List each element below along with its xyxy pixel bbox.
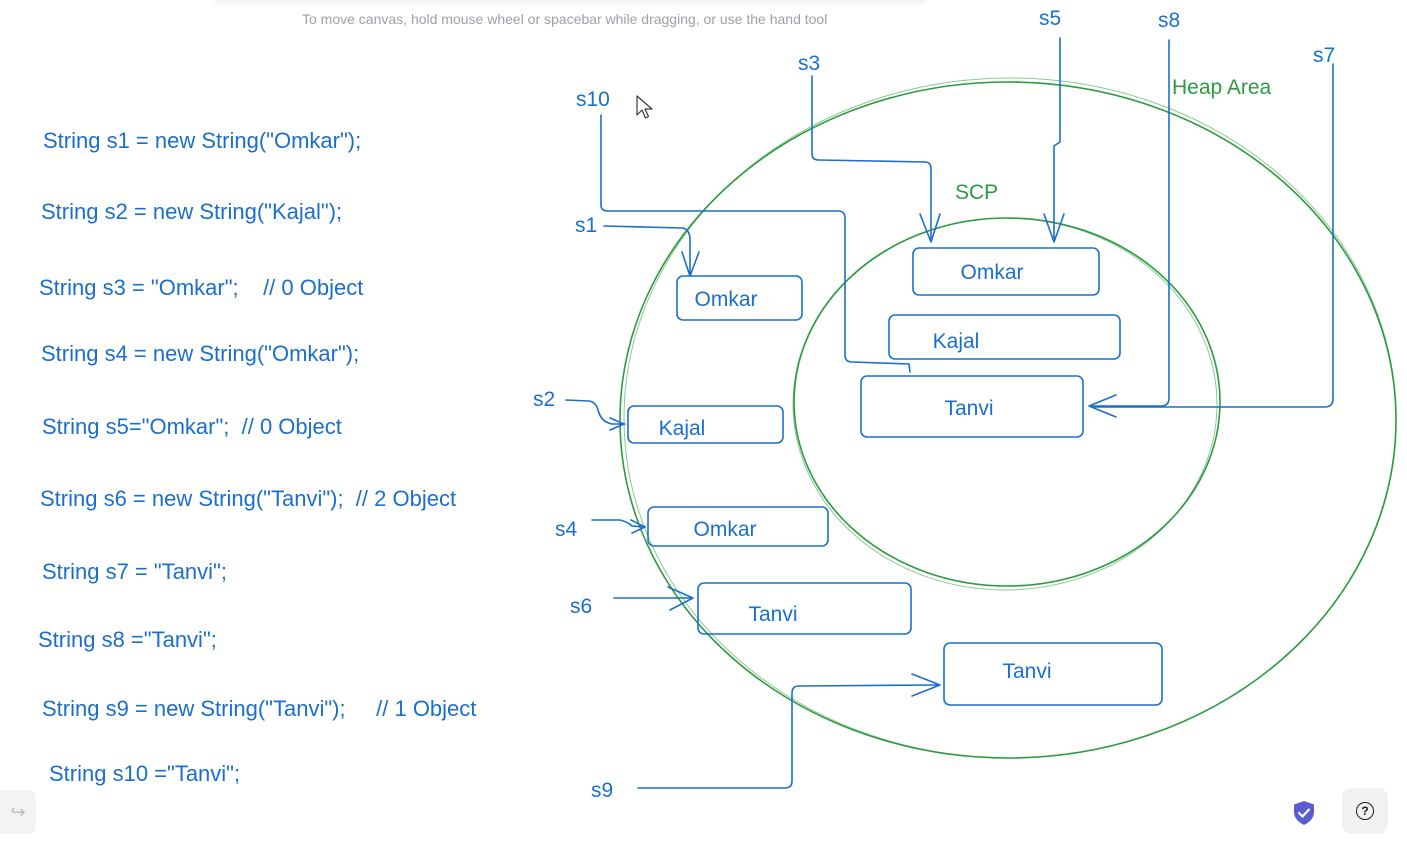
heap-box-kajal <box>627 405 784 444</box>
ref-arrowhead-s3 <box>919 213 941 243</box>
mouse-pointer-icon <box>636 95 653 119</box>
ref-arrow-s1 <box>603 225 691 276</box>
ref-label-s3: s3 <box>798 52 820 75</box>
scp-ellipse-sketch <box>792 217 1218 591</box>
code-line-s7: String s7 = "Tanvi"; <box>42 559 227 584</box>
heap-box-tanvi-2 <box>943 642 1163 706</box>
ref-arrowhead-s7-s8 <box>1088 394 1117 418</box>
heap-tanvi-2-label: Tanvi <box>1002 660 1051 683</box>
toolbar-shadow <box>215 0 925 6</box>
ref-label-s8: s8 <box>1158 9 1180 32</box>
ref-arrow-s3 <box>811 75 932 241</box>
heap-area-ellipse-sketch <box>623 77 1397 759</box>
scp-label: SCP <box>955 181 998 204</box>
heap-tanvi-1-label: Tanvi <box>748 603 797 626</box>
heap-omkar-1-label: Omkar <box>695 288 758 311</box>
heap-box-omkar-2 <box>647 506 829 547</box>
heap-area-ellipse <box>619 81 1397 759</box>
ref-arrow-s2 <box>565 399 626 425</box>
help-glyph: ? <box>1361 804 1369 818</box>
canvas-hint: To move canvas, hold mouse wheel or spac… <box>302 11 828 27</box>
ref-arrow-s4 <box>591 519 646 528</box>
ref-arrow-s8 <box>1091 39 1170 407</box>
scp-kajal-label: Kajal <box>933 330 980 353</box>
heap-omkar-2-label: Omkar <box>694 518 757 541</box>
ref-label-s10: s10 <box>576 88 610 111</box>
ref-arrowhead-s4 <box>630 519 646 534</box>
ref-arrowhead-s5 <box>1043 213 1065 243</box>
heap-kajal-label: Kajal <box>659 417 706 440</box>
help-button[interactable]: ? <box>1342 788 1388 834</box>
ref-arrow-s7 <box>1091 63 1334 408</box>
code-line-s2: String s2 = new String("Kajal"); <box>41 199 343 224</box>
ref-arrow-s10 <box>600 114 911 373</box>
heap-box-omkar-1 <box>676 275 803 321</box>
ref-arrowhead-s1 <box>681 251 700 277</box>
ref-label-s7: s7 <box>1313 44 1335 67</box>
ref-arrow-s5 <box>1053 37 1061 241</box>
heap-area-label: Heap Area <box>1172 76 1272 99</box>
ref-label-s5: s5 <box>1039 7 1061 30</box>
question-mark-icon: ? <box>1356 802 1374 820</box>
ref-arrow-s9 <box>637 684 939 789</box>
scp-omkar-label: Omkar <box>961 261 1024 284</box>
scp-box-omkar <box>912 247 1100 296</box>
ref-label-s2: s2 <box>533 388 555 411</box>
ref-arrowhead-s6 <box>667 586 694 611</box>
heap-box-tanvi-1 <box>697 582 912 635</box>
code-line-s9: String s9 = new String("Tanvi"); // 1 Ob… <box>42 696 477 721</box>
ref-arrowhead-s2 <box>609 417 625 431</box>
scp-box-tanvi <box>860 375 1084 438</box>
ref-label-s6: s6 <box>570 595 592 618</box>
ref-label-s1: s1 <box>575 214 597 237</box>
code-line-s5: String s5="Omkar"; // 0 Object <box>42 414 342 439</box>
code-line-s3: String s3 = "Omkar"; // 0 Object <box>39 275 364 300</box>
ref-label-s9: s9 <box>591 779 613 802</box>
scp-tanvi-label: Tanvi <box>944 397 993 420</box>
code-line-s10: String s10 ="Tanvi"; <box>49 761 241 786</box>
code-line-s6: String s6 = new String("Tanvi"); // 2 Ob… <box>40 486 457 511</box>
code-line-s4: String s4 = new String("Omkar"); <box>41 341 360 366</box>
ref-arrowhead-s9 <box>911 673 941 697</box>
scp-box-kajal <box>888 314 1121 360</box>
redo-button[interactable]: ↪ <box>0 790 36 834</box>
code-line-s1: String s1 = new String("Omkar"); <box>43 128 362 153</box>
redo-arrow-icon: ↪ <box>10 801 26 822</box>
shield-check-icon[interactable] <box>1292 800 1316 826</box>
code-line-s8: String s8 ="Tanvi"; <box>38 627 217 652</box>
ref-label-s4: s4 <box>555 518 578 541</box>
